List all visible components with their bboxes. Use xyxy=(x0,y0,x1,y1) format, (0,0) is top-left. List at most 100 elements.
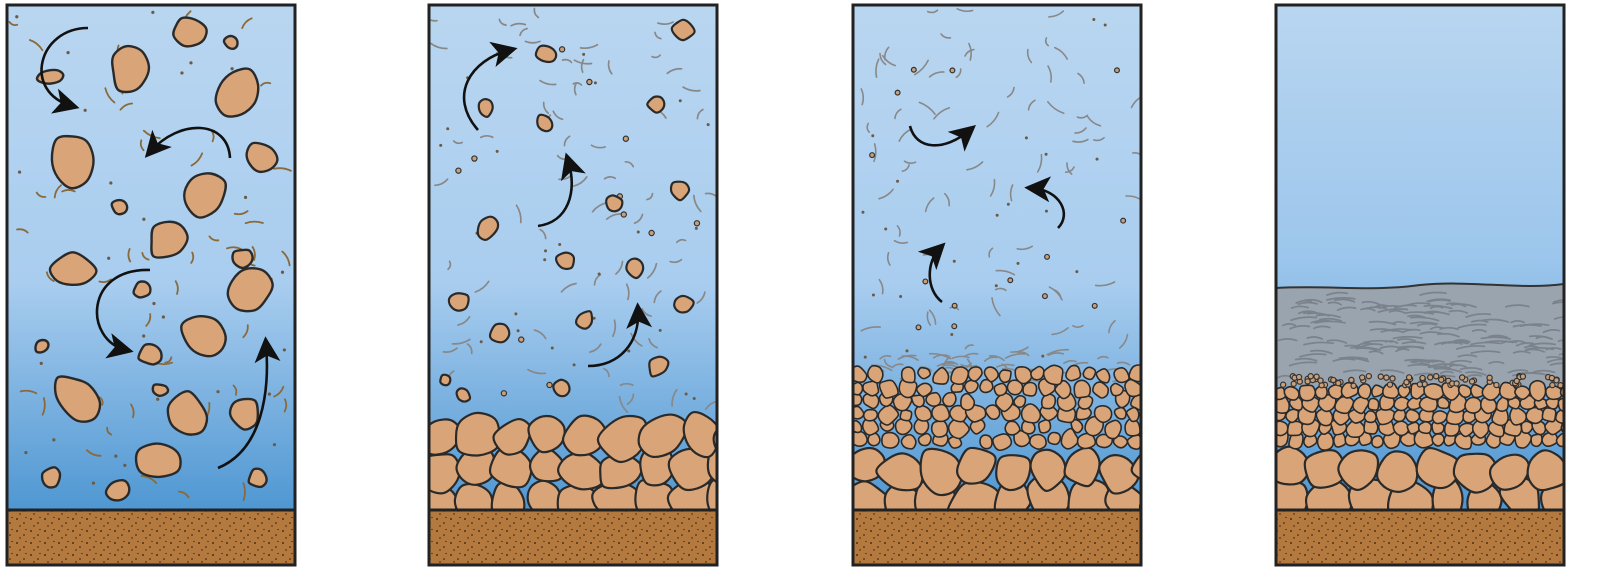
sediment-grain xyxy=(994,383,1006,395)
silt-particle xyxy=(456,168,461,173)
fine-particle xyxy=(693,397,696,400)
fine-particle xyxy=(84,109,87,112)
sediment-grain xyxy=(136,444,181,477)
sediment-grain xyxy=(1368,398,1378,410)
fine-particle xyxy=(142,334,145,337)
fine-particle xyxy=(1075,270,1078,273)
fine-particle xyxy=(872,293,875,296)
sediment-grain xyxy=(173,18,206,47)
sediment-grain xyxy=(996,455,1030,490)
sediment-grain xyxy=(932,421,948,437)
silt-particle xyxy=(547,382,552,387)
fine-particle xyxy=(92,481,95,484)
sand-base xyxy=(853,510,1141,565)
silt-particle xyxy=(1487,375,1492,380)
silt-particle xyxy=(1384,375,1389,380)
sediment-grain xyxy=(1005,421,1020,435)
sediment-grain xyxy=(479,99,493,117)
fine-particle xyxy=(627,350,630,353)
sediment-grain xyxy=(882,433,899,448)
sediment-grain xyxy=(1531,434,1542,446)
fine-particle xyxy=(1025,136,1028,139)
sediment-grain xyxy=(1030,435,1046,450)
sediment-grain xyxy=(1358,384,1371,399)
sediment-grain xyxy=(224,36,237,49)
sediment-grain xyxy=(1433,411,1448,424)
sediment-grain xyxy=(1083,367,1095,379)
sediment-grain xyxy=(1095,406,1112,423)
sediment-grain xyxy=(1329,385,1343,399)
silt-particle xyxy=(950,68,955,73)
sediment-grain xyxy=(138,344,161,364)
fine-particle xyxy=(281,271,284,274)
fine-particle xyxy=(871,134,874,137)
panel-stage-2 xyxy=(422,5,755,565)
fine-particle xyxy=(1092,18,1095,21)
fine-particle xyxy=(884,228,887,231)
silt-particle xyxy=(623,136,628,141)
silt-particle xyxy=(1460,375,1465,380)
sediment-grain xyxy=(1465,398,1481,413)
sediment-grain xyxy=(1105,420,1121,438)
sediment-grain xyxy=(1141,408,1155,423)
sediment-grain xyxy=(1564,450,1606,494)
fine-particle xyxy=(659,329,662,332)
fine-particle xyxy=(695,227,698,230)
silt-particle xyxy=(916,325,921,330)
sediment-grain xyxy=(1044,365,1063,384)
silt-particle xyxy=(1291,381,1296,386)
silt-particle xyxy=(1378,374,1383,379)
sediment-grain xyxy=(1115,408,1127,419)
fine-particle xyxy=(707,123,710,126)
fine-particle xyxy=(543,258,546,261)
sand-base xyxy=(7,510,295,565)
sediment-grain xyxy=(440,375,450,385)
fine-particle xyxy=(273,443,276,446)
fine-particle xyxy=(446,127,449,130)
sediment-grain xyxy=(1015,367,1032,384)
sediment-grain xyxy=(1542,408,1555,422)
sediment-grain xyxy=(918,368,930,379)
sediment-grain xyxy=(1284,387,1299,400)
fine-particle xyxy=(496,150,499,153)
silt-particle xyxy=(1439,377,1444,382)
silt-particle xyxy=(587,79,592,84)
sediment-grain xyxy=(1023,382,1037,396)
fine-particle xyxy=(162,315,165,318)
silt-particle xyxy=(923,279,928,284)
silt-particle xyxy=(1558,383,1563,388)
sediment-grain xyxy=(1288,421,1303,435)
fine-particle xyxy=(685,392,688,395)
sediment-grain xyxy=(901,435,915,449)
fine-particle xyxy=(544,249,547,252)
fine-particle xyxy=(40,362,43,365)
silt-particle xyxy=(1469,379,1474,384)
fine-particle xyxy=(1045,210,1048,213)
silt-particle xyxy=(1008,278,1013,283)
sediment-grain xyxy=(553,380,569,396)
sediment-grain xyxy=(932,405,949,422)
fine-particle xyxy=(24,451,27,454)
silt-particle xyxy=(1417,382,1422,387)
silt-particle xyxy=(1360,375,1365,380)
sand-base xyxy=(1276,510,1564,565)
silt-particle xyxy=(1428,375,1433,380)
silt-particle xyxy=(1494,382,1499,387)
sediment-grain xyxy=(674,296,693,312)
silt-particle xyxy=(519,337,524,342)
fine-particle xyxy=(1104,23,1107,26)
fine-particle xyxy=(216,390,219,393)
fine-particle xyxy=(1045,153,1048,156)
sediment-grain xyxy=(900,410,911,421)
silt-particle xyxy=(1045,254,1050,259)
fine-particle xyxy=(573,363,576,366)
fine-particle xyxy=(679,99,682,102)
silt-particle xyxy=(1121,218,1126,223)
panel-stage-1 xyxy=(7,5,295,565)
sediment-grain xyxy=(1526,408,1543,424)
sediment-grain xyxy=(880,380,899,398)
silt-particle xyxy=(1092,303,1097,308)
fine-particle xyxy=(905,349,908,352)
sediment-grain xyxy=(536,46,556,62)
fine-particle xyxy=(52,438,55,441)
